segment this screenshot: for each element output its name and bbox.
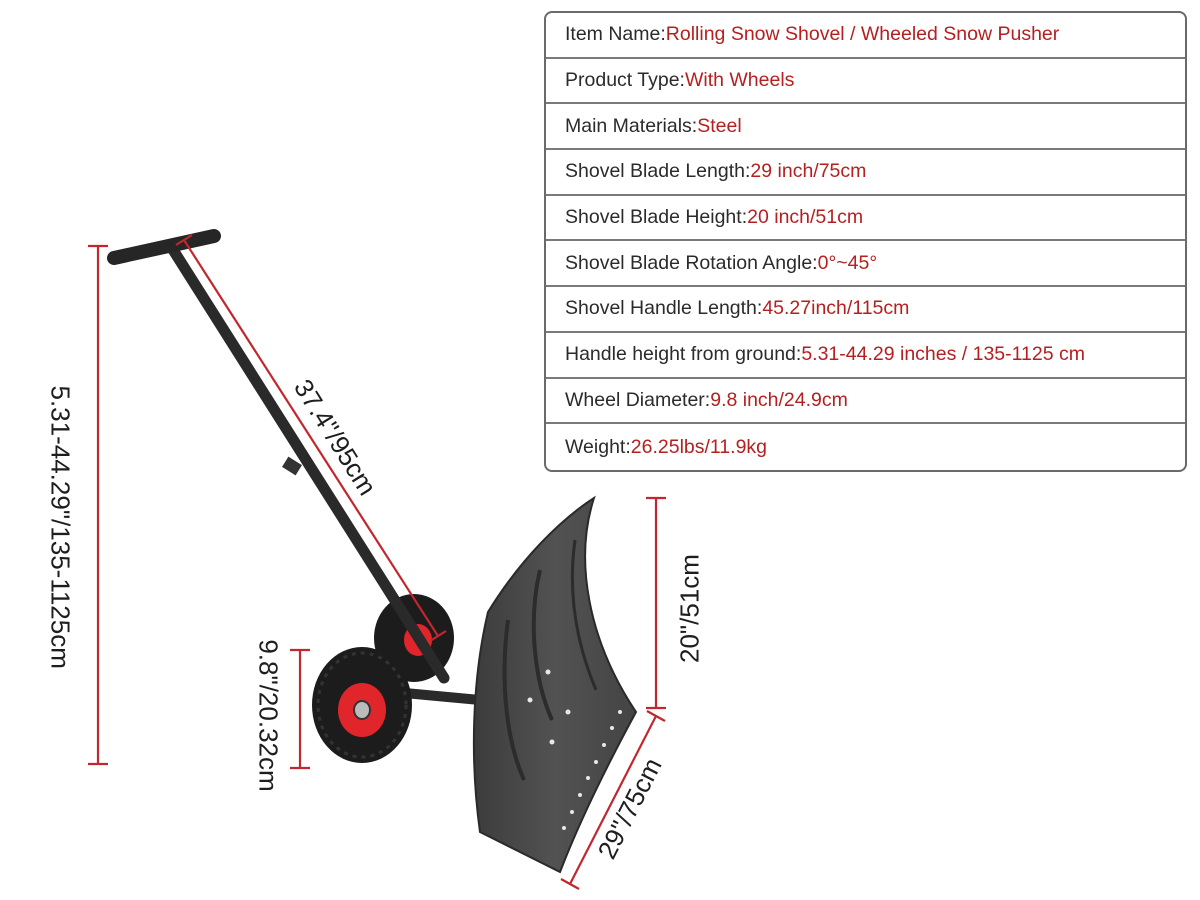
spec-label: Product Type: [565, 69, 685, 92]
spec-value: 0°~45° [817, 251, 878, 274]
spec-value: 5.31-44.29 inches / 135-1125 cm [801, 343, 1085, 366]
wheel-diameter-label: 9.8"/20.32cm [253, 639, 284, 792]
blade-height-label: 20"/51cm [674, 554, 705, 663]
spec-row-handle-height: Handle height from ground: 5.31-44.29 in… [546, 333, 1185, 379]
dimension-lines [88, 234, 666, 890]
spec-row-item-name: Item Name: Rolling Snow Shovel / Wheeled… [546, 13, 1185, 59]
spec-table: Item Name: Rolling Snow Shovel / Wheeled… [544, 11, 1187, 472]
spec-value: 9.8 inch/24.9cm [710, 388, 848, 411]
spec-row-weight: Weight: 26.25lbs/11.9kg [546, 424, 1185, 470]
handle-shaft [164, 239, 450, 684]
spec-value: 29 inch/75cm [750, 160, 867, 183]
spec-label: Handle height from ground: [565, 343, 802, 366]
spec-value: Rolling Snow Shovel / Wheeled Snow Pushe… [665, 23, 1060, 46]
spec-row-product-type: Product Type: With Wheels [546, 59, 1185, 105]
spec-row-rotation-angle: Shovel Blade Rotation Angle: 0°~45° [546, 241, 1185, 288]
spec-row-blade-length: Shovel Blade Length: 29 inch/75cm [546, 150, 1185, 196]
spec-label: Shovel Blade Height: [565, 206, 748, 229]
total-height-label: 5.31-44.29"/135-1125cm [45, 385, 76, 669]
shovel-blade [472, 495, 638, 874]
spec-value: Steel [697, 114, 742, 137]
spec-label: Weight: [565, 435, 631, 458]
spec-value: 20 inch/51cm [747, 206, 864, 229]
spec-row-wheel-diameter: Wheel Diameter: 9.8 inch/24.9cm [546, 379, 1185, 425]
spec-value: 45.27inch/115cm [762, 297, 910, 320]
front-wheel [312, 647, 412, 763]
spec-row-main-materials: Main Materials: Steel [546, 104, 1185, 151]
spec-label: Shovel Handle Length: [565, 297, 763, 320]
spec-label: Shovel Blade Length: [565, 160, 751, 183]
spec-label: Main Materials: [565, 114, 698, 137]
spec-label: Shovel Blade Rotation Angle: [565, 251, 818, 274]
spec-value: With Wheels [684, 69, 795, 92]
spec-row-blade-height: Shovel Blade Height: 20 inch/51cm [546, 196, 1185, 242]
handle-grip [107, 229, 221, 265]
spec-label: Item Name: [565, 23, 666, 46]
spec-label: Wheel Diameter: [565, 388, 711, 411]
spec-value: 26.25lbs/11.9kg [630, 435, 768, 458]
spec-row-handle-length: Shovel Handle Length: 45.27inch/115cm [546, 287, 1185, 333]
